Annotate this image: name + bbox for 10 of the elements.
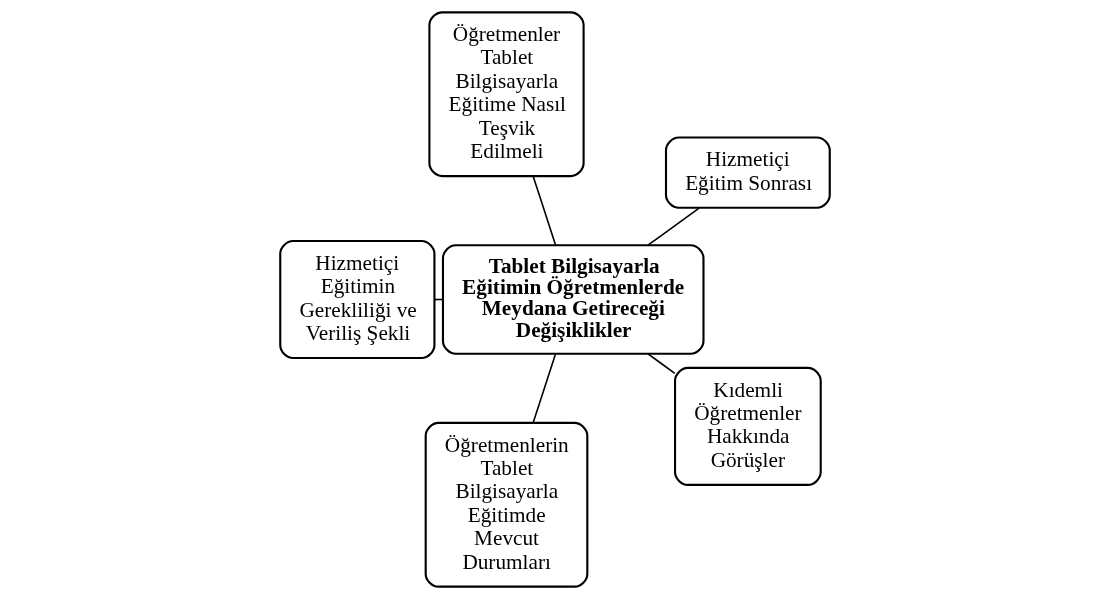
connector (647, 353, 676, 375)
connector (532, 353, 557, 424)
node-box: Tablet Bilgisayarla Eğitimin Öğretmenlerde Meydana Getireceği Değişiklikler (441, 244, 705, 355)
node-box: Kıdemli Öğretmenler Hakkında Görüşler (673, 366, 822, 486)
node-box: Öğretmenler Tablet Bilgisayarla Eğitime Nasıl Teşvik Edilmeli (428, 11, 585, 178)
node-box: Hizmetiçi Eğitim Sonrası (664, 136, 831, 209)
connector (532, 175, 557, 246)
connector (647, 207, 700, 246)
node-box: Öğretmenlerin Tablet Bilgisayarla Eğitimde Mevcut Durumları (424, 421, 589, 588)
node-box: Hizmetiçi Eğitimin Gerekliliği ve Veriliş Şekli (279, 239, 436, 360)
